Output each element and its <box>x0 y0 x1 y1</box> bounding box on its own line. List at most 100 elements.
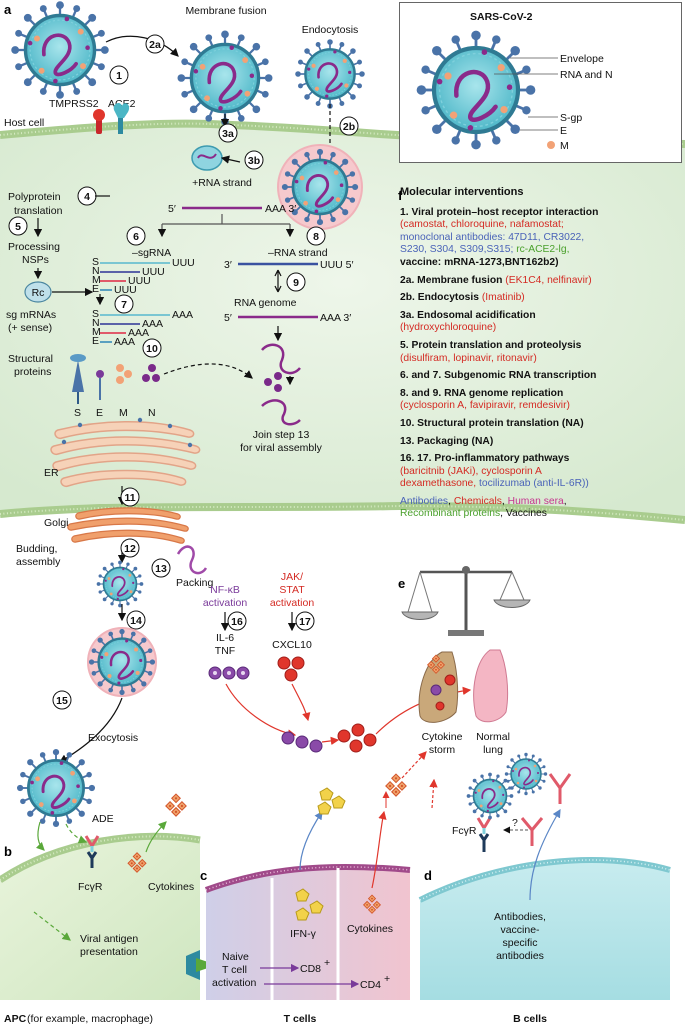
step-3a: 3a <box>222 128 234 140</box>
join-step-label-2: for viral assembly <box>240 442 322 454</box>
b-cells-label: B cells <box>513 1013 547 1025</box>
i2a-head: 2a. Membrane fusion <box>400 274 506 286</box>
intervention-6-7: 6. and 7. Subgenomic RNA transcription <box>400 370 682 383</box>
i5-head: 5. Protein translation and proteolysis <box>400 339 582 351</box>
svg-text:S: S <box>92 256 99 268</box>
panel-label-e: e <box>398 576 405 591</box>
question-label: ? <box>512 817 518 829</box>
storm-lung-cytokines <box>427 654 456 711</box>
five-prime-1: 5′ <box>168 203 176 215</box>
fcgr-receptor-icon-apc <box>84 835 100 868</box>
i1-green: rc-ACE2-lg, <box>513 244 570 256</box>
cd4-plus: + <box>384 973 390 985</box>
membrane-fusion-label: Membrane fusion <box>185 5 266 17</box>
svg-text:N: N <box>92 265 100 277</box>
n-label: N <box>148 407 156 419</box>
i2b-red: (Imatinib) <box>481 292 525 304</box>
intervention-1: 1. Viral protein–host receptor interacti… <box>400 207 682 270</box>
svg-text:AAA: AAA <box>172 309 193 321</box>
packing-label: Packing <box>176 577 214 589</box>
svg-text:UUU: UUU <box>172 257 195 269</box>
i1-vaccine: vaccine: mRNA-1273,BNT162b2) <box>400 256 559 268</box>
antibodies-label-3: specific <box>502 937 537 949</box>
virus-vesicle-icon <box>87 627 157 697</box>
cd8-plus: + <box>324 957 330 969</box>
antibodies-label-1: Antibodies, <box>494 911 546 923</box>
packing-rna-squiggle <box>176 545 208 575</box>
normal-label: Normal <box>476 731 510 743</box>
rna-squiggle-1 <box>261 343 301 375</box>
apc-label-bold: APC <box>4 1013 27 1025</box>
envelope-label: Envelope <box>560 53 604 65</box>
jak-label-2: STAT <box>279 584 305 596</box>
er-icon <box>50 421 201 488</box>
virus-released-icon <box>15 747 97 829</box>
legend-recombinant: Recombinant proteins <box>400 508 501 520</box>
assembly-label: assembly <box>16 556 61 568</box>
virus-b-1-icon <box>465 771 515 821</box>
rna-n-label: RNA and N <box>560 69 613 81</box>
apc-label-rest: (for example, macrophage) <box>27 1013 153 1025</box>
polyprotein-label: Polyprotein <box>8 191 61 203</box>
activation-label: activation <box>212 977 257 989</box>
sg-mrnas-label: sg mRNAs <box>6 309 56 321</box>
endocytosis-label: Endocytosis <box>302 24 359 36</box>
il6-label: IL-6 <box>216 632 234 644</box>
step-15: 15 <box>56 695 68 707</box>
virus-fusion-icon <box>175 28 275 128</box>
rc-label: Rc <box>32 287 45 299</box>
sgp-label: S-gp <box>560 112 582 124</box>
legend-comma-3: , <box>563 495 567 507</box>
step-6: 6 <box>133 231 139 243</box>
i16-red2: dexamethasone, <box>400 478 479 490</box>
interventions-title: Molecular interventions <box>400 186 524 198</box>
naive-label: Naive <box>222 951 249 963</box>
intervention-10: 10. Structural protein translation (NA) <box>400 418 682 431</box>
lung-label: lung <box>483 744 503 756</box>
virus-b-2-icon <box>503 751 549 797</box>
ifng-label: IFN-γ <box>290 928 316 940</box>
i1-red: (camostat, chloroquine, nafamostat; <box>400 219 564 231</box>
apc-cell <box>0 836 200 1000</box>
m-label: M <box>119 407 128 419</box>
apc-released-cytokines-icon <box>165 793 187 817</box>
molecular-interventions-panel: Molecular interventions 1. Viral protein… <box>400 186 682 526</box>
cxcl10-cluster-icon <box>277 656 305 682</box>
jak-label-3: activation <box>270 597 315 609</box>
n-protein-cluster <box>264 372 282 392</box>
tmprss2-icon <box>93 109 105 134</box>
i3a-red: (hydroxychloroquine) <box>400 322 497 334</box>
antibody-icon-1 <box>548 773 572 804</box>
step-2b: 2b <box>343 121 355 133</box>
tnf-label: TNF <box>215 645 235 657</box>
step-14: 14 <box>130 615 142 627</box>
budding-label: Budding, <box>16 543 57 555</box>
svg-text:AAA: AAA <box>114 336 135 348</box>
legend-sera: Human sera <box>507 495 564 507</box>
released-il6-icon <box>281 731 323 753</box>
color-legend: Antibodies, Chemicals, Human sera, Recom… <box>400 496 682 521</box>
storm-label: storm <box>429 744 456 756</box>
virus-endocytosis-icon <box>293 37 367 111</box>
legend-vaccines: Vaccines <box>505 508 547 520</box>
i1-head: 1. Viral protein–host receptor interacti… <box>400 206 599 218</box>
svg-text:UUU: UUU <box>142 266 165 278</box>
plus-rna-label: +RNA strand <box>192 177 252 189</box>
svg-text:AAA: AAA <box>128 327 149 339</box>
step-9: 9 <box>293 277 299 289</box>
join-step-label-1: Join step 13 <box>253 429 310 441</box>
host-cell <box>0 123 685 521</box>
five-prime-2: 5′ <box>224 312 232 324</box>
intervention-8-9: 8. and 9. RNA genome replication (cyclos… <box>400 388 682 413</box>
tcell-label: T cell <box>222 964 247 976</box>
i5-red: (disulfiram, lopinavir, ritonavir) <box>400 352 537 364</box>
s-label: S <box>74 407 81 419</box>
aaa3-2: AAA 3′ <box>320 312 351 324</box>
minus-rna-label: –RNA strand <box>268 247 328 259</box>
nfkb-label-2: activation <box>203 597 248 609</box>
b-cell <box>420 860 670 1000</box>
i1-blue2: S230, S304, S309,S315; <box>400 244 514 256</box>
legend-comma-4: , <box>500 508 506 520</box>
